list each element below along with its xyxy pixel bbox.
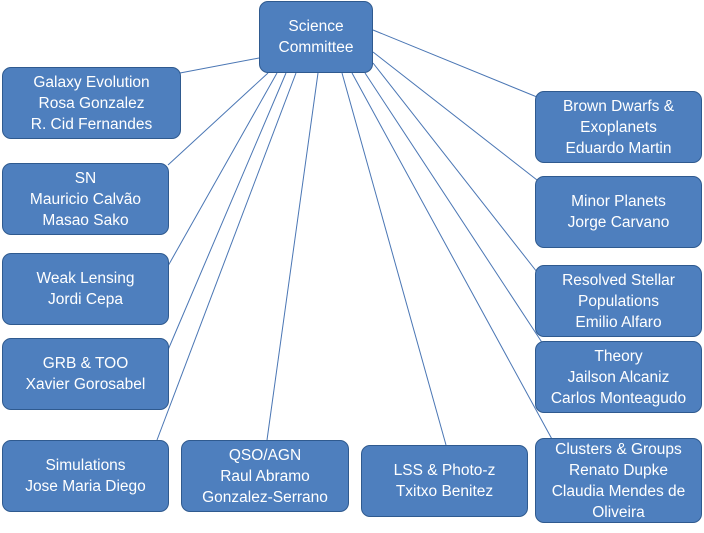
connector-line	[372, 51, 538, 181]
member-name: Claudia Mendes de	[551, 482, 686, 500]
node-title: Brown Dwarfs &	[562, 97, 675, 115]
connector-line	[156, 72, 297, 441]
member-name: Eduardo Martin	[565, 139, 672, 157]
member-name: Rosa Gonzalez	[38, 94, 145, 112]
member-name: Raul Abramo	[220, 467, 310, 485]
member-name: Carlos Monteagudo	[550, 389, 687, 407]
science-committee-box: Science Committee	[259, 1, 373, 73]
node-title: Populations	[577, 292, 659, 310]
node-title: Resolved Stellar	[562, 271, 675, 289]
node-title: QSO/AGN	[228, 446, 302, 464]
connector-line	[372, 62, 538, 273]
member-name: Emilio Alfaro	[575, 313, 662, 331]
node-title: Minor Planets	[571, 193, 666, 210]
member-name: Xavier Gorosabel	[25, 376, 146, 393]
minor-planets-box: Minor Planets Jorge Carvano	[535, 176, 702, 248]
lss-photo-z-box: LSS & Photo-z Txitxo Benitez	[361, 445, 528, 517]
brown-dwarfs-exoplanets-box: Brown Dwarfs & Exoplanets Eduardo Martin	[535, 91, 702, 163]
connector-line	[372, 29, 538, 98]
weak-lensing-box: Weak Lensing Jordi Cepa	[2, 253, 169, 325]
member-name: Jorge Carvano	[567, 214, 670, 231]
node-title: Galaxy Evolution	[33, 73, 150, 91]
resolved-stellar-populations-box: Resolved Stellar Populations Emilio Alfa…	[535, 265, 702, 337]
node-title: LSS & Photo-z	[393, 462, 496, 479]
connector-line	[179, 57, 260, 74]
member-name: Masao Sako	[42, 211, 129, 229]
member-name: Txitxo Benitez	[395, 483, 494, 500]
connector-line	[351, 72, 554, 442]
connector-line	[341, 72, 447, 446]
member-name: Oliveira	[592, 503, 645, 521]
qso-agn-box: QSO/AGN Raul Abramo Gonzalez-Serrano	[181, 440, 349, 512]
root-title-line-1: Science	[288, 18, 344, 35]
node-title: Clusters & Groups	[555, 440, 682, 458]
connector-line	[167, 72, 278, 267]
member-name: Jose Maria Diego	[25, 478, 146, 495]
simulations-box: Simulations Jose Maria Diego	[2, 440, 169, 512]
root-title-line-2: Committee	[278, 39, 354, 56]
grb-too-box: GRB & TOO Xavier Gorosabel	[2, 338, 169, 410]
galaxy-evolution-box: Galaxy Evolution Rosa Gonzalez R. Cid Fe…	[2, 67, 181, 139]
sn-box: SN Mauricio Calvão Masao Sako	[2, 163, 169, 235]
member-name: R. Cid Fernandes	[30, 115, 153, 133]
node-title: Weak Lensing	[36, 270, 135, 287]
node-title: Simulations	[45, 457, 126, 474]
node-title: Exoplanets	[580, 118, 657, 136]
member-name: Renato Dupke	[568, 461, 669, 479]
connector-line	[364, 72, 544, 345]
member-name: Jailson Alcaniz	[567, 368, 670, 386]
connector-line	[266, 72, 319, 441]
member-name: Gonzalez-Serrano	[202, 488, 328, 506]
connector-line	[167, 72, 287, 351]
theory-box: Theory Jailson Alcaniz Carlos Monteagudo	[535, 341, 702, 413]
node-title: SN	[74, 169, 97, 187]
connector-line	[167, 72, 269, 166]
node-title: GRB & TOO	[42, 355, 129, 372]
node-title: Theory	[594, 347, 643, 365]
clusters-groups-box: Clusters & Groups Renato Dupke Claudia M…	[535, 438, 702, 523]
member-name: Mauricio Calvão	[29, 190, 142, 208]
member-name: Jordi Cepa	[48, 291, 123, 308]
